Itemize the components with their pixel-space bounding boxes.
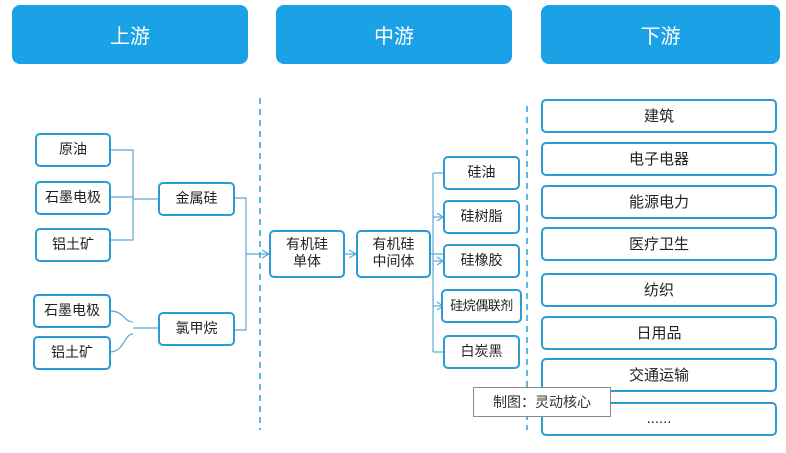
downstream-textile: 纺织 xyxy=(541,273,777,307)
column-dividers xyxy=(259,98,528,430)
downstream-electronics: 电子电器 xyxy=(541,142,777,176)
downstream-construction: 建筑 xyxy=(541,99,777,133)
product-silicone-resin: 硅树脂 xyxy=(443,200,520,234)
bracket-group2-bottom xyxy=(109,333,134,353)
upstream-bauxite-2: 铝土矿 xyxy=(33,336,111,370)
midstream-monomer: 有机硅 单体 xyxy=(269,230,345,278)
downstream-energy-power: 能源电力 xyxy=(541,185,777,219)
downstream-medical: 医疗卫生 xyxy=(541,227,777,261)
bracket-group1 xyxy=(110,149,134,241)
product-silicone-oil: 硅油 xyxy=(443,156,520,190)
product-silicone-rubber: 硅橡胶 xyxy=(443,244,520,278)
header-midstream: 中游 xyxy=(276,5,512,64)
upstream-chloromethane: 氯甲烷 xyxy=(158,312,235,346)
header-downstream: 下游 xyxy=(541,5,780,64)
product-silane-coupling-agent: 硅烷偶联剂 xyxy=(441,289,522,323)
upstream-metal-silicon: 金属硅 xyxy=(158,182,235,216)
downstream-transportation: 交通运输 xyxy=(541,358,777,392)
chart-source-caption: 制图：灵动核心 xyxy=(473,387,611,417)
upstream-graphite-electrode-1: 石墨电极 xyxy=(35,181,111,215)
bracket-group2-top xyxy=(109,310,134,323)
product-white-carbon-black: 白炭黑 xyxy=(443,335,520,369)
header-upstream: 上游 xyxy=(12,5,248,64)
downstream-daily-goods: 日用品 xyxy=(541,316,777,350)
midstream-intermediate: 有机硅 中间体 xyxy=(356,230,431,278)
upstream-crude-oil: 原油 xyxy=(35,133,111,167)
upstream-graphite-electrode-2: 石墨电极 xyxy=(33,294,111,328)
upstream-bauxite-1: 铝土矿 xyxy=(35,228,111,262)
bracket-to-monomer xyxy=(235,197,247,331)
